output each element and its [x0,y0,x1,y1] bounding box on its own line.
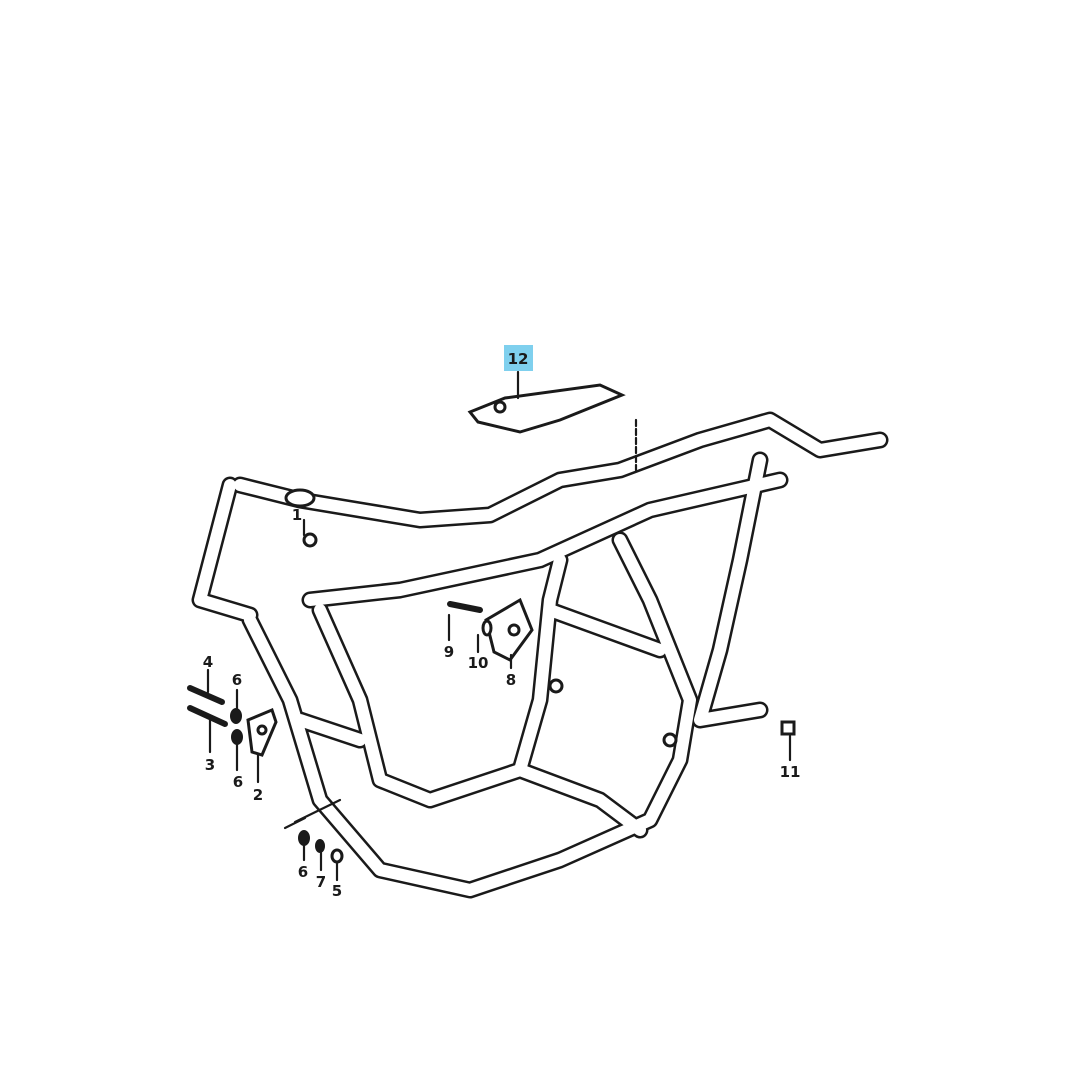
callout-2[interactable]: 2 [253,786,263,804]
bolts [187,601,796,864]
part-12-cover[interactable] [467,383,626,434]
callout-6-upper[interactable]: 6 [232,671,242,689]
part-8-plate[interactable] [484,597,534,662]
callout-1[interactable]: 1 [292,506,302,524]
callout-12[interactable]: 12 [508,350,529,368]
callout-7[interactable]: 7 [316,873,326,891]
callout-9[interactable]: 9 [444,643,454,661]
callout-4[interactable]: 4 [203,653,213,671]
motorcycle-frame [191,411,889,899]
leader-lines [206,370,792,882]
callout-5[interactable]: 5 [332,882,342,900]
callout-6-lower[interactable]: 6 [233,773,243,791]
callout-3[interactable]: 3 [205,756,215,774]
part-2-plate[interactable] [246,707,278,757]
callout-11[interactable]: 11 [780,763,801,781]
callout-12-highlight [504,345,533,371]
callout-10[interactable]: 10 [468,654,489,672]
callout-8[interactable]: 8 [506,671,516,689]
callout-6-bottom[interactable]: 6 [298,863,308,881]
